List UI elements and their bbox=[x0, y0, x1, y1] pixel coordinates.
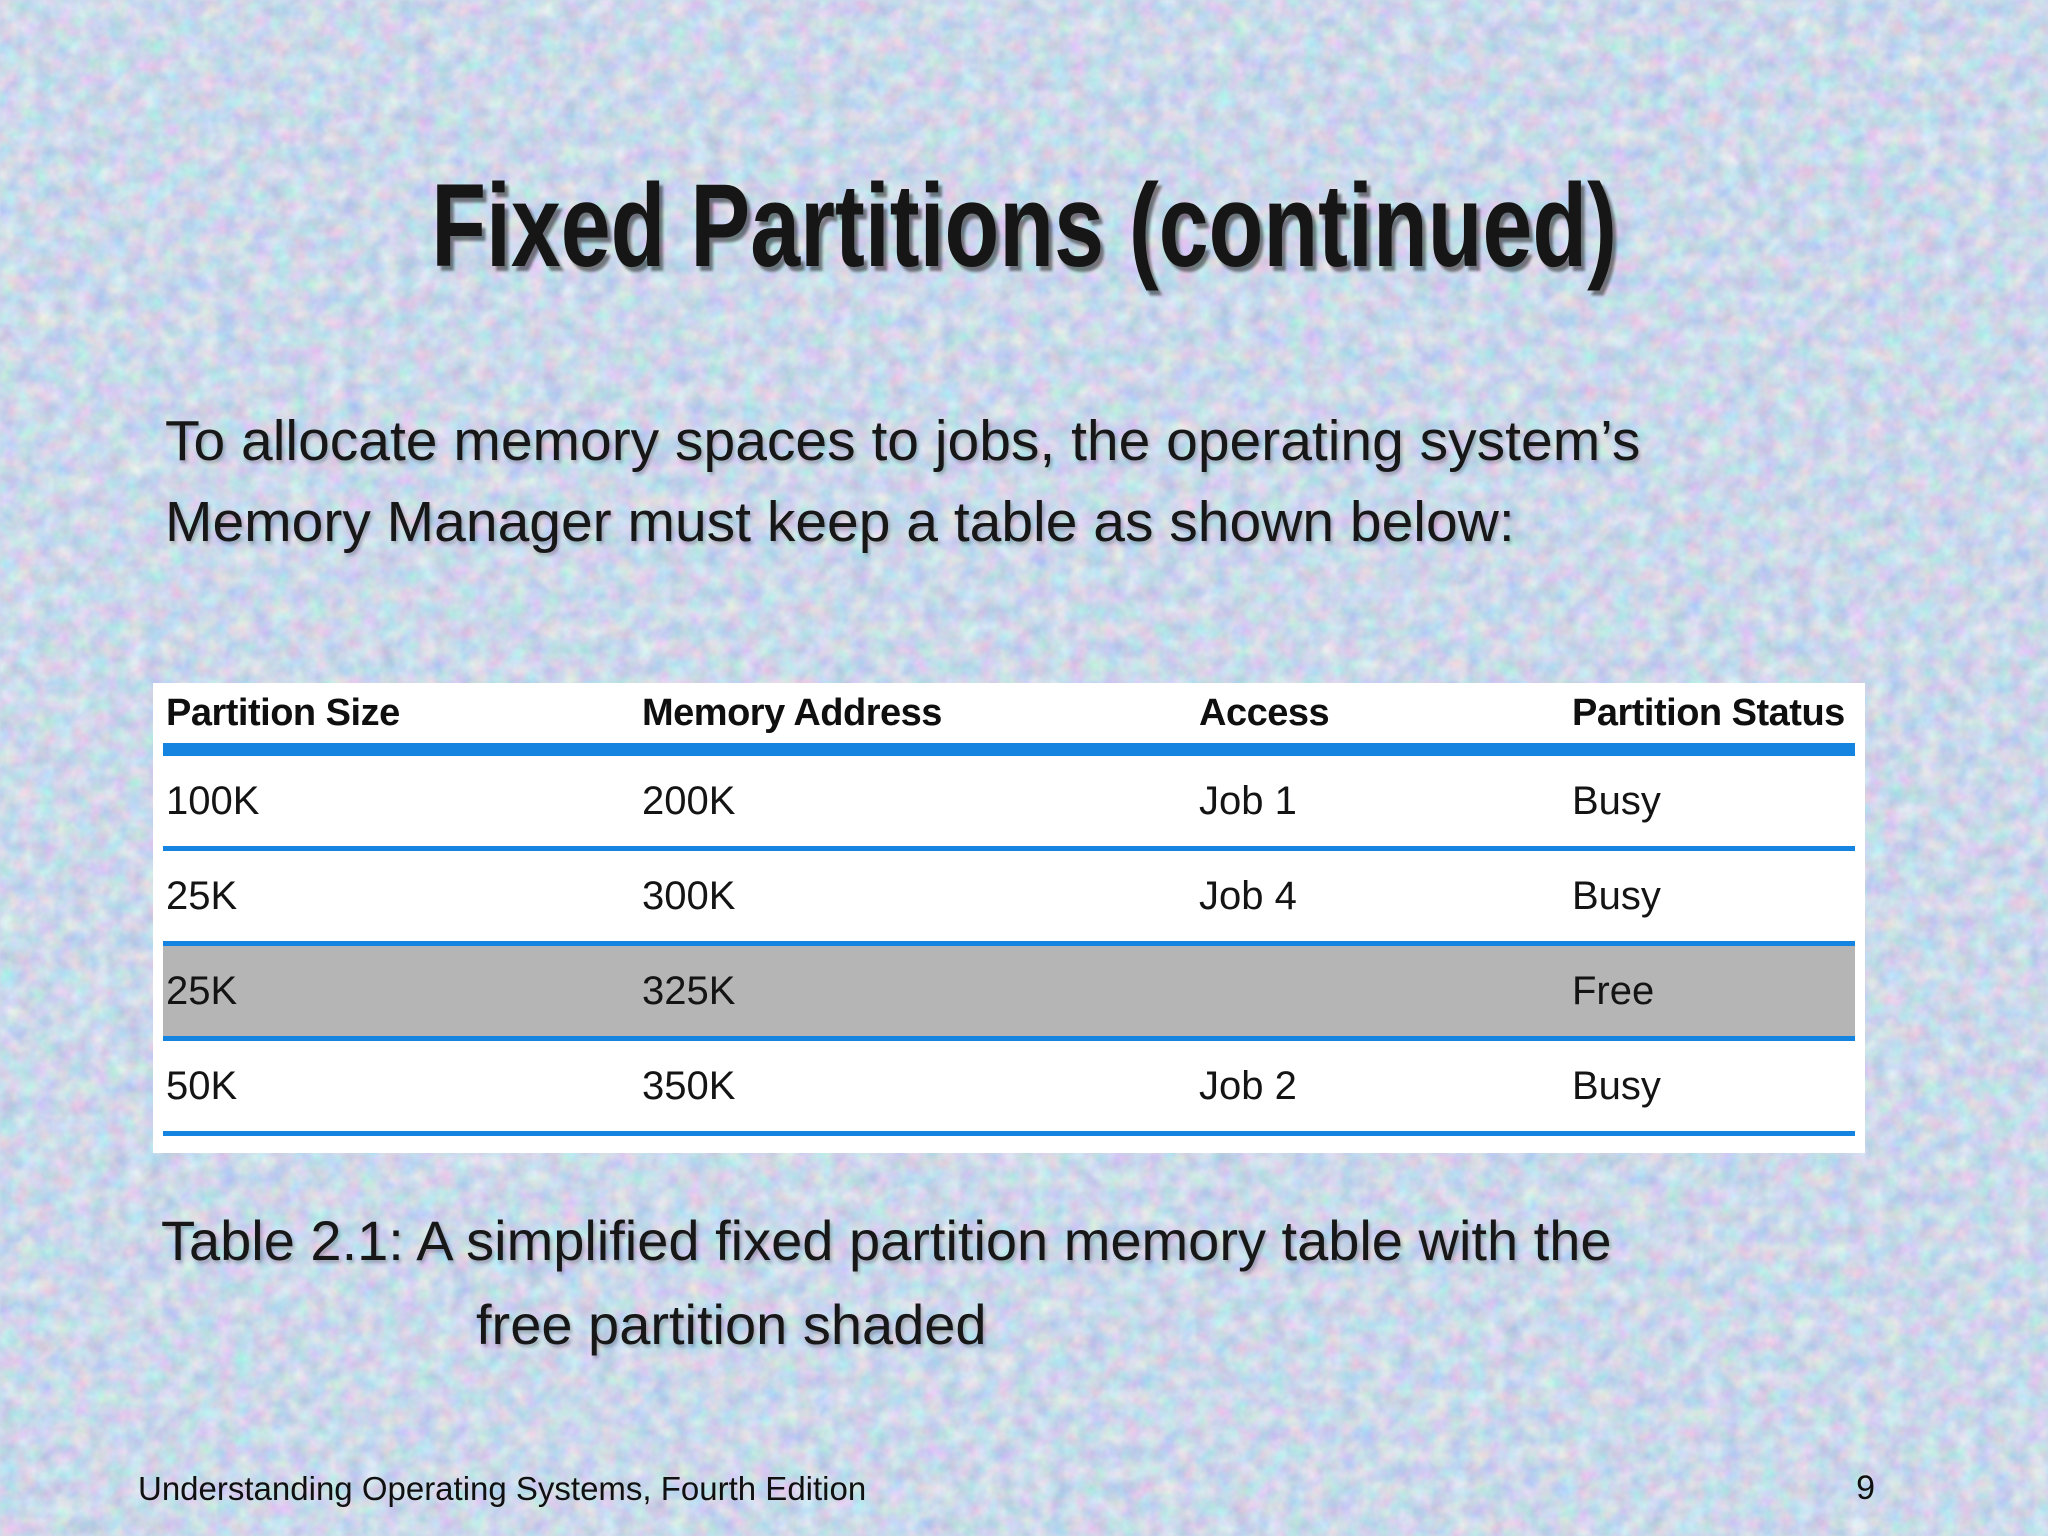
column-header-memory-address: Memory Address bbox=[642, 691, 942, 734]
table-row: 25K 300K Job 4 Busy bbox=[163, 851, 1855, 946]
cell-memory-address: 350K bbox=[642, 1063, 736, 1108]
cell-partition-status: Free bbox=[1572, 968, 1655, 1013]
cell-access: Job 2 bbox=[1199, 1063, 1297, 1108]
table-header-row: Partition Size Memory Address Access Par… bbox=[163, 683, 1855, 743]
body-line-2: Memory Manager must keep a table as show… bbox=[165, 490, 1515, 554]
table-row: 100K 200K Job 1 Busy bbox=[163, 756, 1855, 851]
memory-table: Partition Size Memory Address Access Par… bbox=[163, 683, 1855, 1136]
cell-partition-status: Busy bbox=[1572, 873, 1661, 918]
table-caption: Table 2.1: A simplified fixed partition … bbox=[161, 1199, 1612, 1367]
slide-title-text: Fixed Partitions (continued) bbox=[431, 160, 1617, 292]
footer-page-number: 9 bbox=[1856, 1469, 1875, 1507]
cell-access: Job 1 bbox=[1199, 778, 1297, 823]
cell-access: Job 4 bbox=[1199, 873, 1297, 918]
body-line-1: To allocate memory spaces to jobs, the o… bbox=[165, 409, 1641, 473]
cell-partition-status: Busy bbox=[1572, 778, 1661, 823]
table-caption-line-2: free partition shaded bbox=[476, 1293, 987, 1356]
table-row-free-shaded: 25K 325K Free bbox=[163, 946, 1855, 1041]
column-header-access: Access bbox=[1199, 691, 1330, 734]
table-row: 50K 350K Job 2 Busy bbox=[163, 1041, 1855, 1136]
table-header-rule bbox=[163, 743, 1855, 756]
cell-partition-size: 25K bbox=[166, 873, 238, 918]
table-caption-line-1: Table 2.1: A simplified fixed partition … bbox=[161, 1209, 1612, 1272]
footer-book-title: Understanding Operating Systems, Fourth … bbox=[138, 1470, 867, 1507]
cell-partition-size: 100K bbox=[166, 778, 260, 823]
slide-title: Fixed Partitions (continued) bbox=[0, 156, 2048, 296]
cell-memory-address: 325K bbox=[642, 968, 736, 1013]
cell-memory-address: 200K bbox=[642, 778, 736, 823]
body-paragraph: To allocate memory spaces to jobs, the o… bbox=[165, 401, 1640, 563]
cell-partition-status: Busy bbox=[1572, 1063, 1661, 1108]
memory-table-panel: Partition Size Memory Address Access Par… bbox=[153, 683, 1865, 1153]
column-header-partition-status: Partition Status bbox=[1572, 691, 1845, 734]
cell-memory-address: 300K bbox=[642, 873, 736, 918]
column-header-partition-size: Partition Size bbox=[166, 691, 400, 734]
cell-partition-size: 25K bbox=[166, 968, 238, 1013]
cell-partition-size: 50K bbox=[166, 1063, 238, 1108]
